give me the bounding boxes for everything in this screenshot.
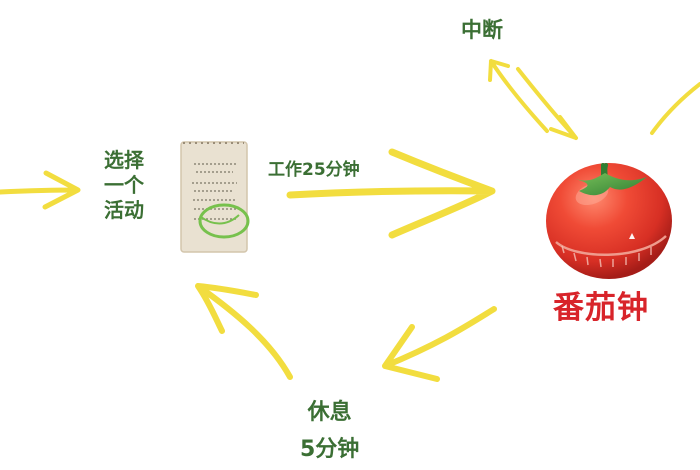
- interrupt-arrow-from-timer: [488, 59, 549, 133]
- select-activity-line-3: 活动: [104, 198, 144, 222]
- tomato-timer-icon: [546, 163, 672, 279]
- return-arrow: [195, 283, 293, 380]
- paper-list-icon: [180, 141, 250, 253]
- interrupt-label: 中断: [461, 18, 503, 42]
- rest-arrow: [382, 306, 497, 382]
- work-duration-label: 工作25分钟: [268, 160, 360, 180]
- select-activity-label: 选择 一个 活动: [104, 148, 170, 223]
- incoming-arrow: [0, 170, 81, 210]
- select-activity-line-2: 一个: [104, 173, 144, 197]
- upper-right-arrow: [650, 82, 700, 135]
- rest-label-line-1: 休息: [307, 400, 352, 425]
- select-activity-line-1: 选择: [104, 148, 144, 172]
- tomato-timer-label: 番茄钟: [553, 290, 649, 326]
- work-arrow: [286, 148, 496, 239]
- rest-label: 休息 5分钟: [300, 394, 359, 468]
- rest-label-line-2: 5分钟: [300, 437, 360, 462]
- interrupt-arrow-to-timer: [516, 67, 578, 140]
